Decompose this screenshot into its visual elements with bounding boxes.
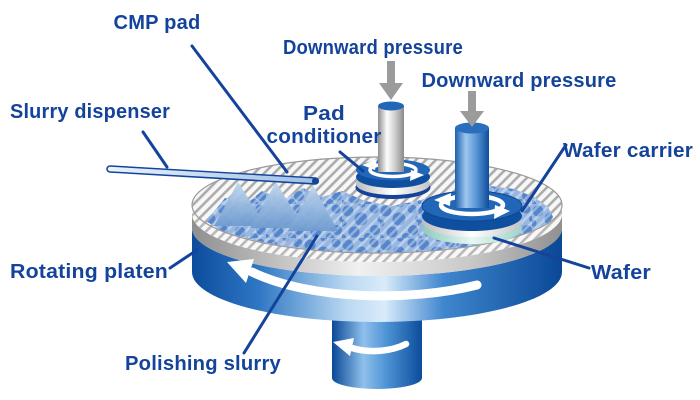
leader-pad-conditioner xyxy=(338,150,365,173)
wafer-carrier xyxy=(421,122,523,244)
carrier-shaft xyxy=(455,128,489,208)
cmp-pad-side-edge xyxy=(192,205,562,262)
slurry-dispenser-arm xyxy=(106,165,320,185)
label-wafer: Wafer xyxy=(591,262,651,284)
platen-rotation-arrow-icon xyxy=(227,259,482,301)
platen-wall xyxy=(192,228,562,322)
downward-pressure-arrow-right-icon xyxy=(460,91,484,127)
carrier-shaft-top xyxy=(455,122,489,134)
conditioner-shaft xyxy=(378,106,404,172)
label-downward-pressure-right: Downward pressure xyxy=(422,70,617,92)
label-rotating-platen: Rotating platen xyxy=(10,261,168,283)
dispenser-nozzle xyxy=(311,177,320,185)
leader-rotating-platen xyxy=(168,248,199,270)
platen-gray-rim xyxy=(192,214,562,276)
leader-wafer-carrier xyxy=(520,143,568,213)
slurry-spray-jets xyxy=(214,182,338,231)
label-cmp-pad: CMP pad xyxy=(114,12,201,34)
label-downward-pressure-left: Downward pressure xyxy=(283,37,463,59)
downward-pressure-arrow-left-icon xyxy=(379,61,403,100)
label-slurry-dispenser: Slurry dispenser xyxy=(10,101,170,123)
conditioner-shaft-top xyxy=(378,101,404,111)
label-pad-conditioner-line2: conditioner xyxy=(267,126,382,148)
leader-wafer xyxy=(492,236,591,270)
platen-spindle xyxy=(332,300,422,389)
leader-cmp-pad xyxy=(190,44,289,174)
label-wafer-carrier: Wafer carrier xyxy=(563,140,693,162)
leader-polishing-slurry xyxy=(242,234,319,355)
label-pad-conditioner-line1: Pad xyxy=(303,103,345,125)
label-polishing-slurry: Polishing slurry xyxy=(125,353,282,375)
leader-lines xyxy=(141,44,591,355)
spindle-rotation-arrow-icon xyxy=(333,338,410,356)
pad-conditioner xyxy=(355,101,431,199)
leader-slurry-dispenser xyxy=(141,130,169,169)
